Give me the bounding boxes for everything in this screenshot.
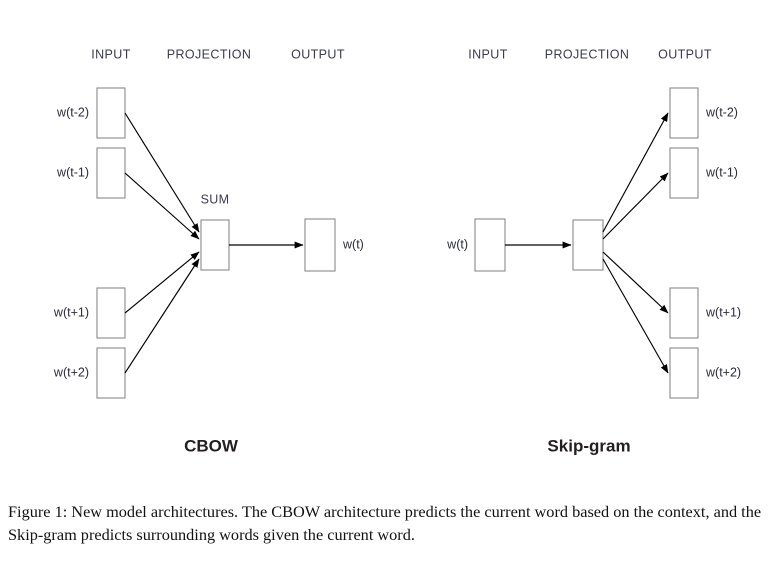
cbow-input-box-2[interactable] [96,287,126,339]
skipgram-column-headers: INPUT PROJECTION OUTPUT [468,47,712,61]
skipgram-diagram: INPUT PROJECTION OUTPUT w(t) [446,47,741,455]
skipgram-input-label: w(t) [446,237,468,251]
skipgram-output-box-1[interactable] [669,147,699,199]
cbow-column-headers: INPUT PROJECTION OUTPUT [91,47,345,61]
cbow-sum-label: SUM [201,192,230,206]
skipgram-output-label-2: w(t+1) [705,305,741,319]
skipgram-input-node: w(t) [446,218,506,272]
model-architectures-diagram: INPUT PROJECTION OUTPUT w(t-2) w(t-1) w(… [53,47,741,455]
skipgram-projection-box[interactable] [572,219,604,271]
cbow-edge-input1-to-sum [124,172,200,240]
cbow-output-label: w(t) [342,237,364,251]
cbow-input-to-projection-edges [124,112,200,374]
cbow-input-box-0[interactable] [96,87,126,139]
skipgram-output-nodes: w(t-2) w(t-1) w(t+1) w(t+2) [669,87,741,399]
cbow-input-nodes: w(t-2) w(t-1) w(t+1) w(t+2) [53,87,126,399]
cbow-input-label-3: w(t+2) [53,365,89,379]
skipgram-edge-projection-to-output3 [602,258,669,374]
skipgram-edge-projection-to-output2 [602,251,669,314]
cbow-output-box[interactable] [304,218,336,272]
skipgram-input-box[interactable] [474,218,506,272]
skipgram-output-box-3[interactable] [669,347,699,399]
cbow-header-output: OUTPUT [291,47,345,61]
skipgram-projection-to-output-edges [602,112,669,374]
cbow-input-label-0: w(t-2) [56,105,89,119]
cbow-projection-node: SUM [200,192,230,271]
cbow-edge-input3-to-sum [124,258,200,374]
cbow-edge-input0-to-sum [124,112,200,233]
skipgram-output-label-1: w(t-1) [705,165,738,179]
skipgram-header-input: INPUT [468,47,508,61]
skipgram-model-name: Skip-gram [547,436,630,455]
cbow-header-input: INPUT [91,47,131,61]
cbow-model-name: CBOW [184,436,239,455]
skipgram-edge-projection-to-output1 [602,172,669,240]
figure-caption: Figure 1: New model architectures. The C… [8,502,762,545]
skipgram-header-output: OUTPUT [658,47,712,61]
skipgram-output-box-2[interactable] [669,287,699,339]
cbow-input-label-2: w(t+1) [53,305,89,319]
cbow-input-label-1: w(t-1) [56,165,89,179]
skipgram-output-label-0: w(t-2) [705,105,738,119]
cbow-output-node: w(t) [304,218,364,272]
cbow-input-box-1[interactable] [96,147,126,199]
skipgram-edge-projection-to-output0 [602,112,669,233]
skipgram-output-label-3: w(t+2) [705,365,741,379]
cbow-header-projection: PROJECTION [167,47,252,61]
cbow-input-box-3[interactable] [96,347,126,399]
cbow-projection-box[interactable] [200,219,230,271]
skipgram-output-box-0[interactable] [669,87,699,139]
cbow-edge-input2-to-sum [124,251,200,314]
skipgram-header-projection: PROJECTION [545,47,630,61]
cbow-diagram: INPUT PROJECTION OUTPUT w(t-2) w(t-1) w(… [53,47,364,455]
